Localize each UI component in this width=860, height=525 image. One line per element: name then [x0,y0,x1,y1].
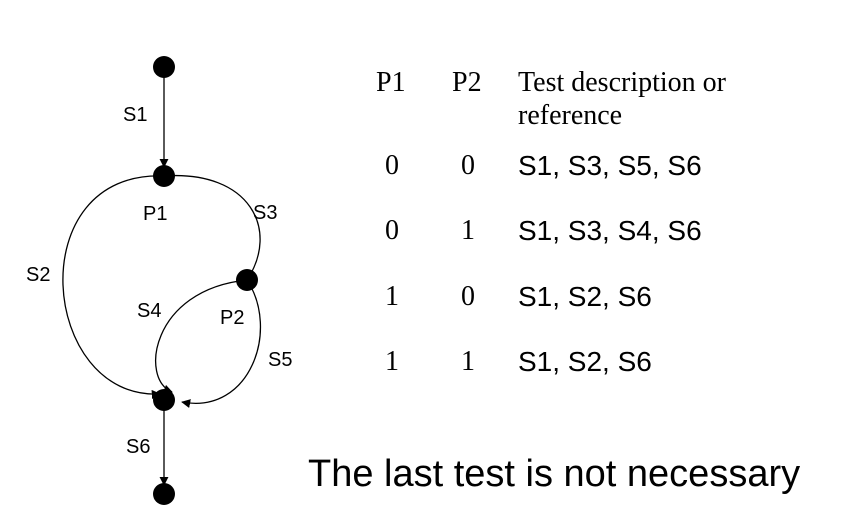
row4-p2: 1 [461,346,475,377]
row3-desc: S1, S2, S6 [518,281,652,312]
label-s3: S3 [253,202,277,224]
label-s4: S4 [137,300,161,322]
label-p2: P2 [220,307,244,329]
row3-p1: 1 [385,281,399,312]
row2-p1: 0 [385,215,399,246]
row1-desc: S1, S3, S5, S6 [518,150,702,181]
end-node [153,483,175,505]
control-flow-graph: S1 P1 S3 S2 S4 P2 S5 S6 [26,56,292,505]
edge-s2 [62,175,165,399]
label-p1: P1 [143,203,167,225]
row3-p2: 0 [461,281,475,312]
row4-p1: 1 [385,346,399,377]
row1-p1: 0 [385,150,399,181]
header-desc-line1: Test description or [518,67,726,98]
label-s1: S1 [123,104,147,126]
row4-desc: S1, S2, S6 [518,346,652,377]
label-s6: S6 [126,436,150,458]
header-desc-line2: reference [518,100,623,131]
header-p2: P2 [452,67,482,98]
label-s2: S2 [26,264,50,286]
label-s5: S5 [268,349,292,371]
row2-p2: 1 [461,215,475,246]
row1-p2: 0 [461,150,475,181]
conclusion-text: The last test is not necessary [308,453,801,495]
join-node [153,389,175,411]
p1-node [153,165,175,187]
start-node [153,56,175,78]
row2-desc: S1, S3, S4, S6 [518,215,702,246]
edge-s5 [181,279,262,408]
edge-s3 [163,175,261,281]
edge-s4 [155,279,248,394]
header-p1: P1 [376,67,406,98]
p2-node [236,269,258,291]
